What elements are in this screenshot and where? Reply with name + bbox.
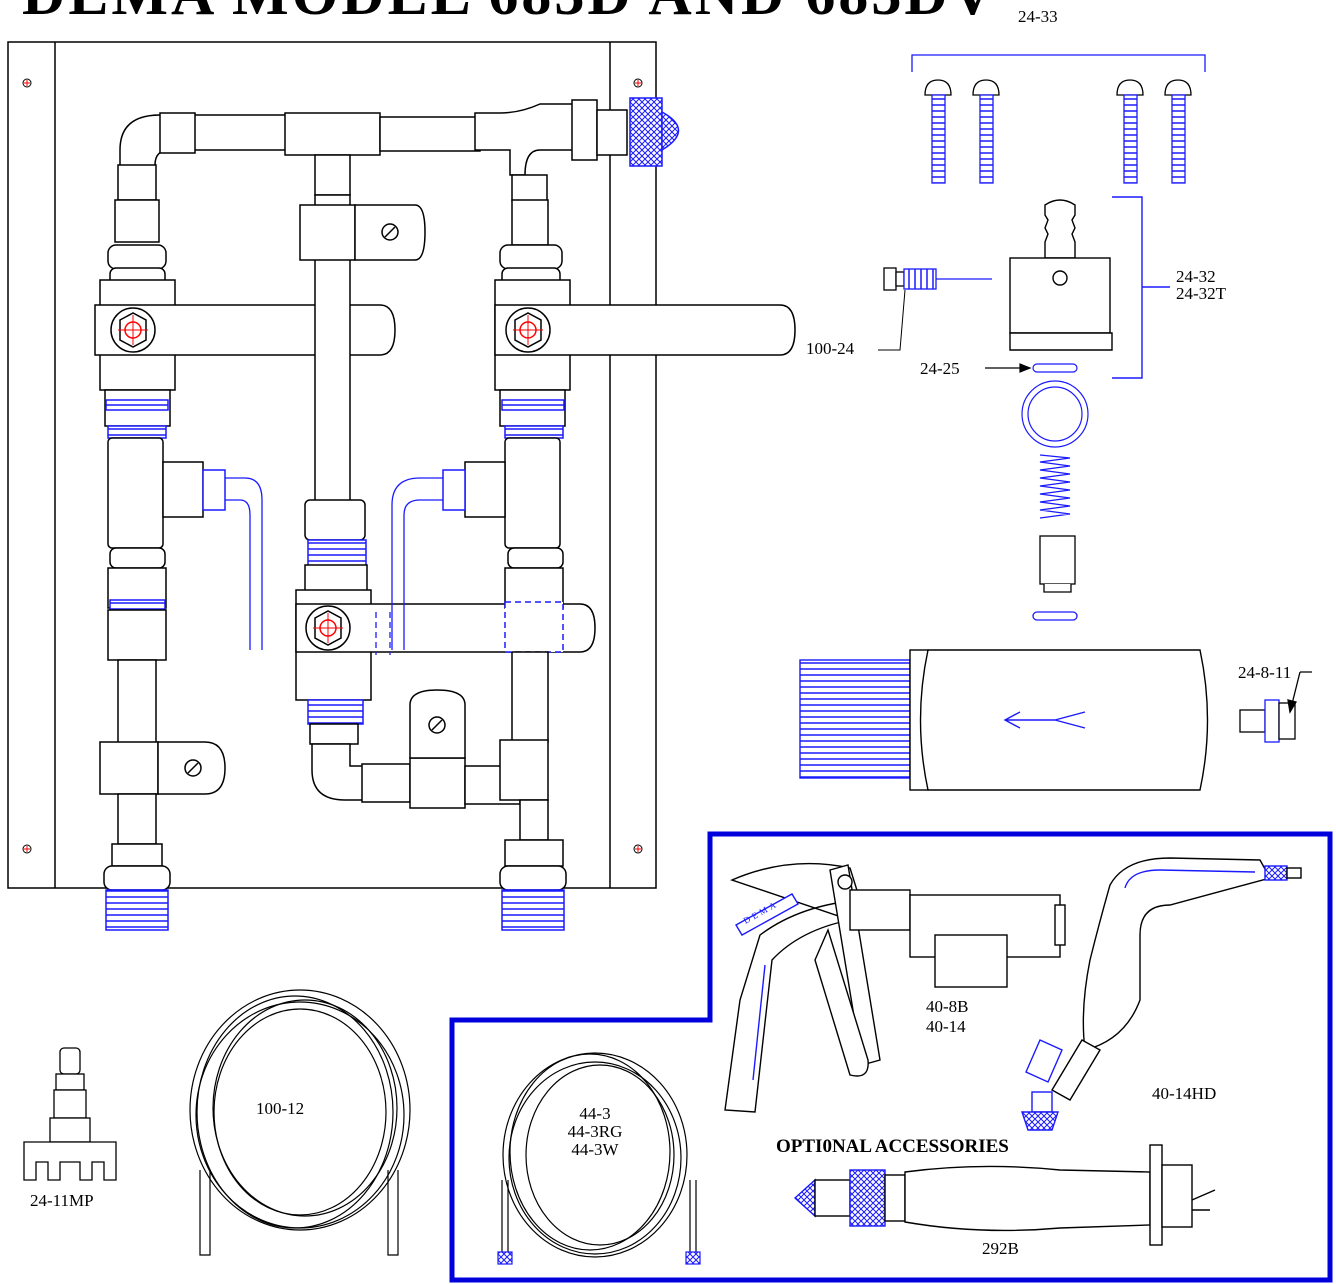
label-40-14: 40-14 (926, 1017, 966, 1036)
panel-screw-holes (22, 78, 643, 854)
mounting-panel (7, 41, 657, 889)
hose-100-12 (189, 989, 411, 1256)
spray-gun-40-14hd (1021, 857, 1302, 1131)
screws-24-33 (911, 54, 1206, 184)
fitting-24-11mp (23, 1047, 117, 1181)
label-24-32: 24-32 (1176, 267, 1216, 286)
screw-100-24 (878, 267, 992, 351)
o-ring (1021, 380, 1089, 448)
label-100-12: 100-12 (256, 1099, 305, 1118)
label-40-8b: 40-8B (926, 997, 969, 1016)
optional-accessories-heading: OPTI0NAL ACCESSORIES (776, 1136, 1009, 1157)
label-24-11mp: 24-11MP (30, 1191, 94, 1210)
label-44-3w: 44-3W (571, 1140, 619, 1159)
label-24-25: 24-25 (920, 359, 960, 378)
diagram-title: DEMA MODEL 683D AND 683DV (22, 0, 997, 29)
label-24-33: 24-33 (1018, 7, 1058, 26)
pipe-assembly (94, 97, 796, 931)
gun-brand-plate (735, 893, 799, 936)
label-44-3: 44-3 (579, 1104, 611, 1123)
tip-24-8-11 (1239, 671, 1312, 743)
label-24-32t: 24-32T (1176, 284, 1227, 303)
optional-accessories-border (449, 831, 1333, 1283)
label-24-8-11: 24-8-11 (1238, 663, 1292, 682)
label-292b: 292B (982, 1239, 1019, 1258)
label-44-3rg: 44-3RG (567, 1122, 623, 1141)
spray-gun-40-8b (724, 862, 1066, 1113)
check-valve (1032, 535, 1078, 621)
hose-44-3 (497, 1052, 701, 1265)
label-40-14hd: 40-14HD (1152, 1084, 1217, 1103)
pump-body (1009, 196, 1170, 379)
suction-tubes (225, 477, 443, 655)
foot-valve (799, 649, 1209, 791)
spring (1039, 454, 1071, 519)
pin-24-25 (985, 363, 1078, 373)
label-100-24: 100-24 (806, 339, 855, 358)
wand-292b (793, 1144, 1216, 1246)
